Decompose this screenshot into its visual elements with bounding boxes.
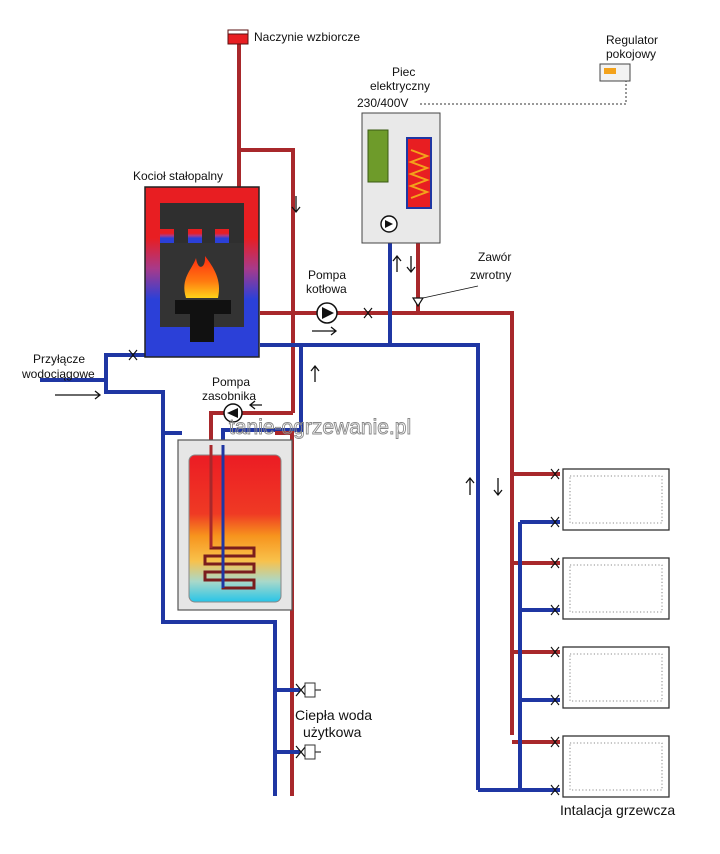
room-regulator-label-2: pokojowy xyxy=(606,47,656,61)
check-valve-label-1: Zawór xyxy=(478,250,511,264)
pipes xyxy=(40,42,560,796)
flame-icon xyxy=(184,256,220,298)
right-arrow-icon xyxy=(55,390,102,400)
dhw-label-2: użytkowa xyxy=(303,724,362,740)
up-arrow-icon xyxy=(465,476,475,495)
room-regulator-label-1: Regulator xyxy=(606,33,658,47)
electric-boiler-label-1: Piec xyxy=(392,65,415,79)
boiler-pump-label-2: kotłowa xyxy=(306,282,347,296)
tank-pump-label-2: zasobnika xyxy=(202,389,256,403)
radiator-3 xyxy=(550,646,670,709)
boiler-pump[interactable] xyxy=(316,302,338,324)
down-arrow-icon xyxy=(406,256,416,274)
dhw-tap-2[interactable] xyxy=(295,744,321,760)
flow-arrows xyxy=(55,196,503,497)
radiator-1 xyxy=(550,468,670,531)
watermark: tanie-ogrzewanie.pl xyxy=(229,416,411,439)
valve-icon xyxy=(363,307,373,319)
expansion-vessel-label: Naczynie wzbiorcze xyxy=(254,30,360,44)
heating-installation-label: Intalacja grzewcza xyxy=(560,802,675,818)
boiler-pump-label-1: Pompa xyxy=(308,268,346,282)
tank-pump-label-1: Pompa xyxy=(212,375,250,389)
up-arrow-icon xyxy=(392,254,402,272)
control-wire xyxy=(420,80,627,105)
dhw-label-1: Ciepła woda xyxy=(295,707,372,723)
hot-water-tank xyxy=(177,439,293,611)
room-regulator[interactable] xyxy=(599,63,631,82)
water-supply-label-1: Przyłącze xyxy=(33,352,85,366)
electric-boiler xyxy=(361,112,441,244)
up-arrow-icon xyxy=(310,364,320,382)
down-arrow-icon xyxy=(291,196,301,214)
check-valve-label-2: zwrotny xyxy=(470,268,511,282)
radiator-4 xyxy=(550,735,670,798)
solid-fuel-boiler-label: Kocioł stałopalny xyxy=(133,169,223,183)
voltage-label: 230/400V xyxy=(357,96,408,110)
electric-boiler-label-2: elektryczny xyxy=(370,79,430,93)
check-valve-leader xyxy=(422,285,479,299)
tank-pump[interactable] xyxy=(223,403,243,423)
radiator-2 xyxy=(550,557,670,620)
expansion-vessel xyxy=(227,29,249,45)
down-arrow-icon xyxy=(493,478,503,497)
check-valve[interactable] xyxy=(411,297,425,308)
dhw-tap-1[interactable] xyxy=(295,682,321,698)
flow-arrow-icon xyxy=(312,326,338,336)
water-supply-label-2: wodociągowe xyxy=(21,367,95,381)
left-arrow-icon xyxy=(248,400,262,410)
solid-fuel-boiler xyxy=(144,186,260,358)
supply-valve-icon[interactable] xyxy=(128,349,138,361)
